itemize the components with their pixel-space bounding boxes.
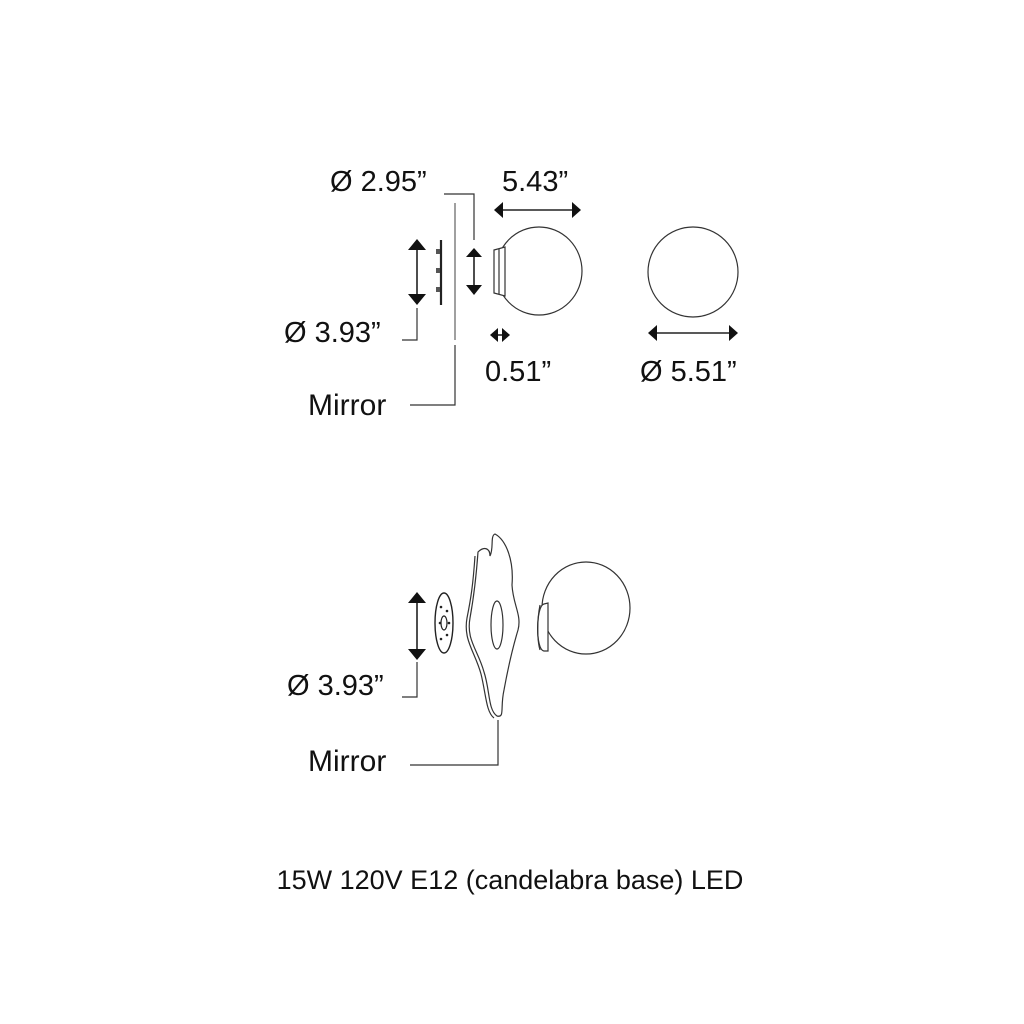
- mounting-plate-side: [436, 240, 443, 305]
- canopy-depth-label: 0.51”: [485, 356, 551, 388]
- plate-diameter-label: Ø 3.93”: [284, 317, 381, 349]
- canopy-diameter-label: Ø 2.95”: [330, 166, 427, 198]
- perspective-view: Ø 3.93” Mirror: [287, 533, 631, 778]
- depth-label: 5.43”: [502, 166, 568, 198]
- globe-front: [647, 226, 739, 318]
- plate-leader-line-bottom: [402, 662, 418, 698]
- canopy-diameter-arrow: [466, 248, 482, 295]
- plate-diameter-label-bottom: Ø 3.93”: [287, 670, 384, 702]
- mirror-label: Mirror: [308, 389, 386, 422]
- globe-perspective: [537, 561, 631, 655]
- canopy-depth-arrow: [490, 328, 510, 342]
- mounting-plate-disc: [434, 592, 454, 654]
- canopy-leader-line: [444, 193, 475, 240]
- plate-leader-line: [402, 308, 418, 341]
- globe-diameter-label: Ø 5.51”: [640, 356, 737, 388]
- mirror-leader-line: [410, 345, 456, 406]
- mirror-label-bottom: Mirror: [308, 745, 386, 778]
- globe-side: [493, 226, 583, 316]
- front-view: Ø 5.51”: [640, 226, 739, 388]
- side-view: Ø 2.95” 5.43” Mirror: [284, 166, 583, 422]
- globe-diameter-arrow: [648, 325, 738, 341]
- mirror-leader-line-bottom: [410, 720, 499, 766]
- plate-diameter-arrow: [408, 239, 426, 305]
- plate-diameter-arrow-bottom: [408, 592, 426, 660]
- depth-arrow: [494, 202, 581, 218]
- mirror-shape: [465, 533, 520, 719]
- lamp-spec-text: 15W 120V E12 (candelabra base) LED: [277, 865, 744, 895]
